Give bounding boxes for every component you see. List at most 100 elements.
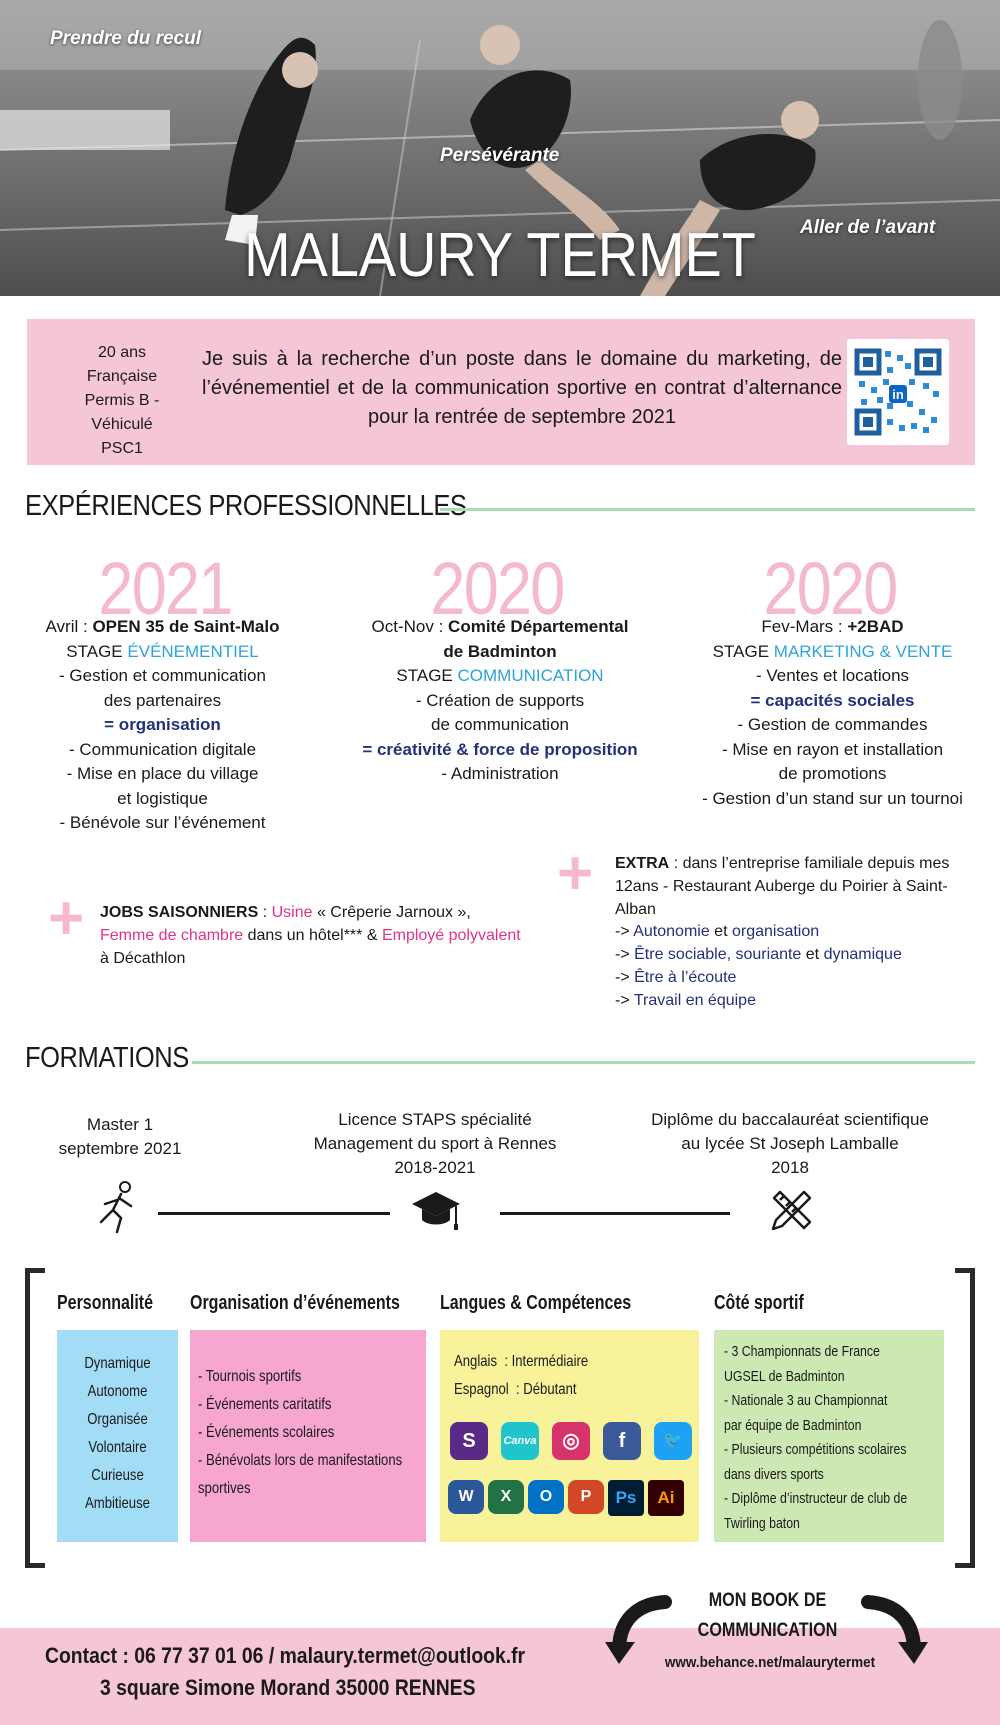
stage-label: STAGE bbox=[396, 666, 453, 685]
task-line: - Bénévole sur l’événement bbox=[59, 813, 266, 832]
sport-title: Côté sportif bbox=[714, 1292, 804, 1314]
outlook-icon: O bbox=[528, 1480, 564, 1514]
event-item: - Tournois sportifs bbox=[198, 1368, 302, 1385]
task-line: de promotions bbox=[778, 764, 887, 783]
behance-link[interactable]: www.behance.net/malaurytermet bbox=[664, 1654, 876, 1671]
formation-line: septembre 2021 bbox=[58, 1139, 182, 1158]
plus-icon: + bbox=[557, 839, 594, 908]
contact-line[interactable]: Contact : 06 77 37 01 06 / malaury.terme… bbox=[45, 1643, 526, 1668]
formations-divider bbox=[192, 1061, 975, 1064]
task-line: - Gestion d’un stand sur un tournoi bbox=[702, 788, 963, 808]
stage-type: MARKETING & VENTE bbox=[773, 641, 953, 661]
arrow: -> bbox=[615, 968, 630, 986]
task-line: - Communication digitale bbox=[68, 739, 257, 759]
period-label: Avril : bbox=[45, 617, 88, 636]
job-factory-place: « Crêperie Jarnoux », bbox=[312, 904, 471, 921]
hero-tag-perseverante: Persévérante bbox=[440, 145, 560, 166]
language-spanish: Espagnol : Débutant bbox=[454, 1376, 577, 1404]
office-apps-row: W X O P Ps Ai bbox=[448, 1480, 684, 1516]
event-item: - Événements scolaires bbox=[198, 1424, 335, 1441]
social-apps-row: S Canva ◎ f 🐦 bbox=[450, 1422, 692, 1460]
stage-label: STAGE bbox=[712, 641, 770, 661]
skill-highlight: = capacités sociales bbox=[750, 690, 915, 710]
conj: et bbox=[709, 923, 732, 941]
task-line: des partenaires bbox=[103, 690, 222, 710]
powerpoint-icon: P bbox=[568, 1480, 604, 1514]
formation-line: Diplôme du baccalauréat scientifique bbox=[651, 1110, 929, 1129]
pencil-ruler-icon bbox=[771, 1190, 812, 1231]
task-line: - Ventes et locations bbox=[755, 666, 910, 685]
sport-item: Twirling baton bbox=[724, 1514, 800, 1532]
sport-item: - Plusieurs compétitions scolaires bbox=[724, 1441, 907, 1458]
language-english: Anglais : Intermédiaire bbox=[454, 1348, 588, 1376]
curved-arrow-right-icon bbox=[861, 1595, 928, 1664]
linkedin-qr-code[interactable]: in bbox=[847, 339, 949, 445]
badminton-photo bbox=[0, 0, 1000, 296]
jobs-label: JOBS SAISONNIERS bbox=[100, 904, 259, 921]
formation-bac: Diplôme du baccalauréat scientifique au … bbox=[625, 1108, 955, 1180]
extra-intro: : dans l’entreprise familiale depuis mes… bbox=[615, 855, 950, 918]
left-bracket bbox=[25, 1268, 45, 1568]
quality: Être à l’écoute bbox=[634, 968, 737, 986]
plus-icon: + bbox=[48, 884, 85, 953]
trait: Dynamique bbox=[84, 1355, 151, 1372]
hero-tag-recul: Prendre du recul bbox=[50, 28, 201, 49]
personal-facts: 20 ans Française Permis B - Véhiculé PSC… bbox=[57, 341, 187, 461]
arrow: -> bbox=[615, 923, 630, 941]
events-title: Organisation d’événements bbox=[190, 1292, 400, 1314]
trait: Curieuse bbox=[91, 1467, 144, 1484]
footer-band bbox=[0, 1628, 1000, 1725]
language-name: Espagnol bbox=[454, 1381, 509, 1398]
experience-comite: Oct-Nov : Comité Départemental de Badmin… bbox=[345, 615, 655, 787]
quality: dynamique bbox=[823, 946, 902, 964]
experiences-title: EXPÉRIENCES PROFESSIONNELLES bbox=[25, 490, 467, 522]
sport-item: dans divers sports bbox=[724, 1465, 824, 1483]
canva-icon: Canva bbox=[501, 1422, 539, 1460]
personality-card: Dynamique Autonome Organisée Volontaire … bbox=[57, 1330, 178, 1542]
book-line: MON BOOK DE bbox=[708, 1590, 827, 1611]
trait: Autonome bbox=[87, 1383, 148, 1400]
candidate-name: MALAURY TERMET bbox=[244, 221, 756, 290]
fact-age: 20 ans bbox=[97, 344, 147, 361]
formation-licence: Licence STAPS spécialité Management du s… bbox=[290, 1108, 580, 1180]
facebook-icon: f bbox=[603, 1422, 641, 1460]
events-card: - Tournois sportifs - Événements caritat… bbox=[190, 1330, 426, 1542]
trait: Organisée bbox=[87, 1411, 148, 1428]
event-item: sportives bbox=[198, 1480, 251, 1497]
excel-icon: X bbox=[488, 1480, 524, 1514]
period-label: Fev-Mars : bbox=[761, 617, 843, 636]
task-line: - Mise en rayon et installation bbox=[721, 739, 944, 759]
extra-experience: EXTRA : dans l’entreprise familiale depu… bbox=[615, 853, 975, 1013]
quality: Être sociable, souriante bbox=[634, 946, 802, 964]
company-name-cont: de Badminton bbox=[443, 641, 557, 661]
task-line: - Gestion de commandes bbox=[737, 715, 928, 734]
seasonal-jobs: JOBS SAISONNIERS : Usine « Crêperie Jarn… bbox=[100, 902, 525, 970]
stage-type: COMMUNICATION bbox=[457, 666, 604, 685]
trait: Volontaire bbox=[88, 1439, 147, 1456]
quality: Travail en équipe bbox=[633, 991, 756, 1009]
event-item: - Événements caritatifs bbox=[198, 1396, 332, 1413]
year-2020-b: 2020 bbox=[763, 547, 898, 630]
sport-item: UGSEL de Badminton bbox=[724, 1367, 845, 1385]
formation-line: Licence STAPS spécialité bbox=[338, 1110, 532, 1129]
task-line: de communication bbox=[431, 715, 569, 734]
task-line: et logistique bbox=[117, 788, 208, 808]
formations-title: FORMATIONS bbox=[25, 1042, 189, 1074]
stage-type: ÉVÉNEMENTIEL bbox=[127, 641, 259, 661]
arrow: -> bbox=[615, 946, 630, 964]
illustrator-icon: Ai bbox=[648, 1480, 684, 1516]
languages-title: Langues & Compétences bbox=[440, 1292, 632, 1314]
skill-highlight: = organisation bbox=[104, 715, 221, 734]
fact-license: Permis B - Véhiculé bbox=[84, 392, 160, 433]
separator: : bbox=[258, 904, 272, 921]
word-icon: W bbox=[448, 1480, 484, 1514]
language-level: : Intermédiaire bbox=[504, 1353, 589, 1370]
job-decathlon: à Décathlon bbox=[100, 949, 186, 967]
profile-band: 20 ans Française Permis B - Véhiculé PSC… bbox=[27, 319, 975, 465]
period-label: Oct-Nov : bbox=[371, 617, 444, 636]
curved-arrow-left-icon bbox=[605, 1595, 672, 1664]
quality: Autonomie bbox=[633, 923, 710, 941]
formation-line: Master 1 bbox=[86, 1115, 154, 1134]
trait: Ambitieuse bbox=[85, 1495, 150, 1512]
company-name: OPEN 35 de Saint-Malo bbox=[92, 617, 280, 636]
